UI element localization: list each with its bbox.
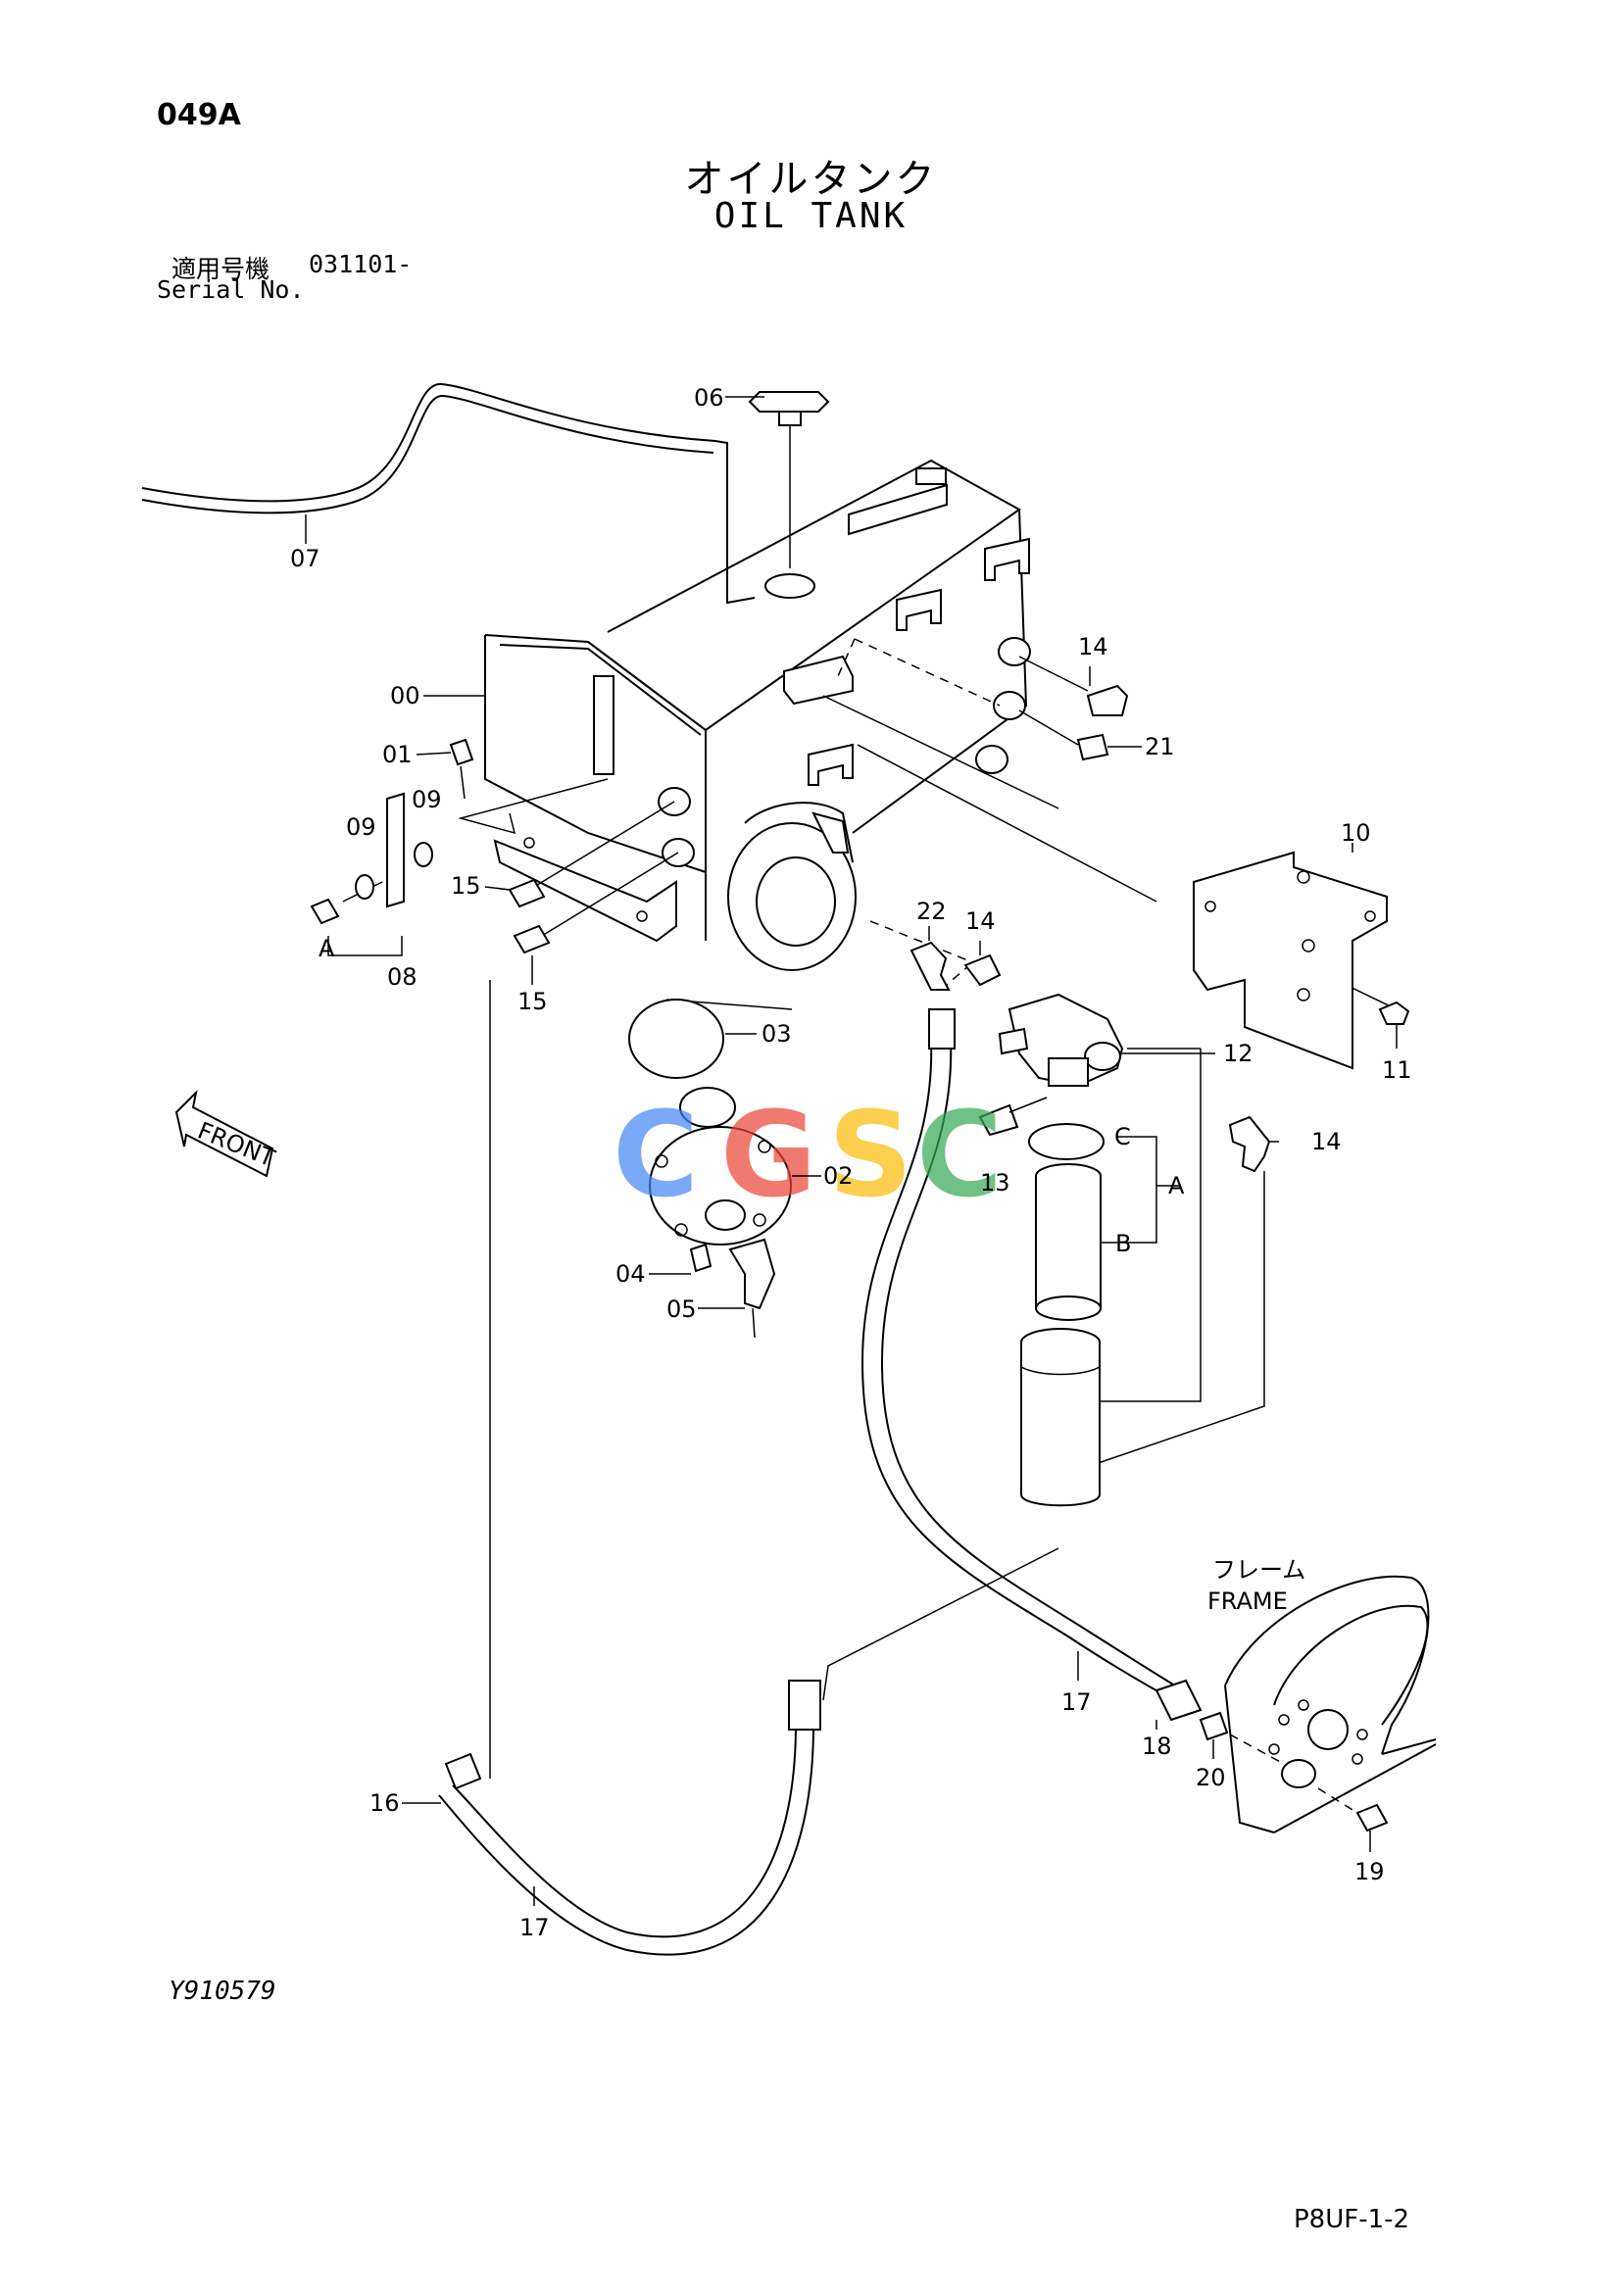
part-label-11: 11 — [1382, 1056, 1412, 1084]
filter-element — [1035, 1163, 1102, 1321]
part-label-15-upper: 15 — [451, 872, 481, 900]
filler-cap — [748, 391, 830, 599]
part-label-22: 22 — [916, 898, 947, 925]
cover-bolt — [689, 1243, 713, 1273]
part-label-21: 21 — [1145, 733, 1175, 760]
part-label-14-right: 14 — [1311, 1128, 1342, 1155]
washer-right — [414, 842, 433, 867]
elbow-fitting-upper — [1086, 684, 1129, 716]
frame-fitting — [1199, 1711, 1229, 1741]
part-label-00: 00 — [390, 682, 420, 709]
frame-plug — [1355, 1803, 1389, 1832]
part-label-09-right: 09 — [412, 786, 442, 813]
part-label-01: 01 — [382, 741, 413, 768]
washer-left — [355, 874, 374, 900]
serial-range: 031101- — [309, 250, 413, 278]
watermark-logo: C G S C — [613, 1088, 1003, 1224]
connector-fitting — [1076, 733, 1109, 761]
filter-o-ring — [1028, 1123, 1105, 1160]
part-label-14-middle: 14 — [965, 907, 996, 935]
side-bolt — [310, 898, 340, 925]
callout-a-right: A — [1168, 1172, 1185, 1199]
part-label-12: 12 — [1223, 1040, 1253, 1067]
part-label-20: 20 — [1196, 1764, 1226, 1791]
front-arrow-label: FRONT — [194, 1117, 279, 1173]
watermark-letter-1: C — [613, 1088, 699, 1224]
filter-case — [1020, 1328, 1101, 1507]
callout-b: B — [1115, 1230, 1131, 1257]
filter-bolt — [978, 1103, 1019, 1137]
part-label-10: 10 — [1341, 819, 1371, 847]
drawing-number: Y910579 — [169, 1977, 276, 2006]
serial-label-english: Serial No. — [157, 275, 305, 304]
tank-bolt — [449, 738, 474, 766]
page-reference: P8UF-1-2 — [1294, 2205, 1410, 2234]
elbow-fitting-right — [1228, 1115, 1271, 1173]
part-labels: 06 07 00 01 09 09 A 08 15 15 03 02 04 05… — [290, 384, 1412, 1941]
side-bracket — [386, 792, 405, 908]
part-label-17-left: 17 — [519, 1914, 550, 1941]
part-label-16: 16 — [369, 1789, 400, 1817]
oil-tank-body — [484, 459, 1031, 971]
line-filter-head — [998, 993, 1124, 1088]
frame-section — [1224, 1575, 1437, 1833]
part-label-09-left: 09 — [346, 813, 376, 841]
part-label-13: 13 — [980, 1169, 1010, 1197]
front-direction-arrow: FRONT — [174, 1089, 279, 1178]
part-label-14-upper: 14 — [1078, 633, 1108, 660]
cover-elbow — [728, 1238, 776, 1310]
breather-hose — [141, 382, 756, 605]
part-label-15-lower: 15 — [517, 988, 548, 1015]
callout-a-left: A — [319, 935, 335, 962]
elbow-fitting-22 — [909, 941, 951, 991]
page-code: 049A — [157, 98, 241, 132]
part-label-02: 02 — [823, 1162, 854, 1190]
part-label-06: 06 — [694, 384, 724, 412]
fitting-14-middle — [963, 953, 1002, 987]
part-label-07: 07 — [290, 545, 320, 572]
part-label-03: 03 — [762, 1020, 792, 1048]
watermark-letter-3: S — [828, 1088, 912, 1224]
filter-mounting-bracket — [1193, 851, 1388, 1070]
port-fitting-lower — [513, 924, 551, 954]
part-label-08: 08 — [387, 963, 418, 991]
port-fitting-upper — [508, 878, 546, 908]
part-label-19: 19 — [1354, 1858, 1385, 1885]
serial-label-japanese: 適用号機 — [172, 255, 270, 283]
frame-label-japanese: フレーム — [1212, 1556, 1305, 1584]
part-label-17-center: 17 — [1061, 1688, 1092, 1716]
part-label-18: 18 — [1142, 1733, 1172, 1760]
watermark-letter-4: C — [916, 1088, 1003, 1224]
part-label-05: 05 — [666, 1295, 697, 1323]
strainer-gasket — [628, 999, 724, 1079]
bracket-bolt — [1378, 1001, 1410, 1025]
callout-c: C — [1114, 1123, 1131, 1150]
suction-hose — [860, 1008, 1203, 1722]
frame-label-english: FRAME — [1207, 1588, 1288, 1615]
page-title-japanese: オイルタンク — [684, 157, 938, 202]
part-label-04: 04 — [615, 1260, 646, 1288]
page-title-english: OIL TANK — [713, 196, 909, 236]
watermark-letter-2: G — [720, 1088, 817, 1224]
return-hose — [438, 1680, 821, 1956]
strainer-cover — [649, 1087, 792, 1246]
